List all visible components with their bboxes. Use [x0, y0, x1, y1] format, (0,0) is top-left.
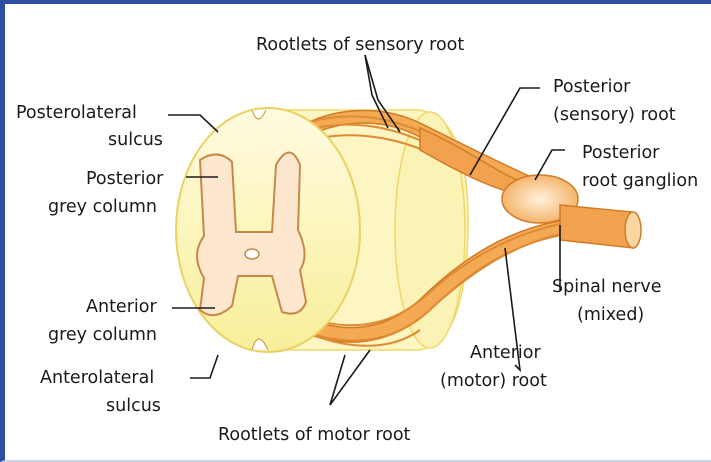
label-anterior-root-2: (motor) root [440, 371, 547, 391]
label-anterior-root-1: Anterior [470, 343, 541, 363]
spinal-nerve-cut-end [625, 212, 641, 248]
label-posterolateral-sulcus-1: Posterolateral [16, 103, 137, 123]
label-anterolateral-sulcus-2: sulcus [106, 396, 161, 416]
label-ganglion-1: Posterior [582, 143, 660, 163]
label-posterolateral-sulcus-2: sulcus [108, 130, 163, 150]
spinal-nerve [560, 205, 634, 248]
label-rootlets-motor: Rootlets of motor root [218, 425, 411, 445]
label-anterior-grey-column-1: Anterior [86, 297, 157, 317]
label-spinal-nerve-1: Spinal nerve [552, 277, 662, 297]
label-posterior-grey-column-1: Posterior [86, 169, 164, 189]
label-spinal-nerve-2: (mixed) [577, 305, 644, 325]
label-posterior-root-2: (sensory) root [553, 105, 676, 125]
label-rootlets-sensory: Rootlets of sensory root [256, 35, 464, 55]
label-anterolateral-sulcus-1: Anterolateral [40, 368, 154, 388]
label-anterior-grey-column-2: grey column [48, 325, 157, 345]
label-ganglion-2: root ganglion [582, 171, 698, 191]
label-posterior-grey-column-2: grey column [48, 197, 157, 217]
label-posterior-root-1: Posterior [553, 77, 631, 97]
central-canal [245, 249, 259, 259]
